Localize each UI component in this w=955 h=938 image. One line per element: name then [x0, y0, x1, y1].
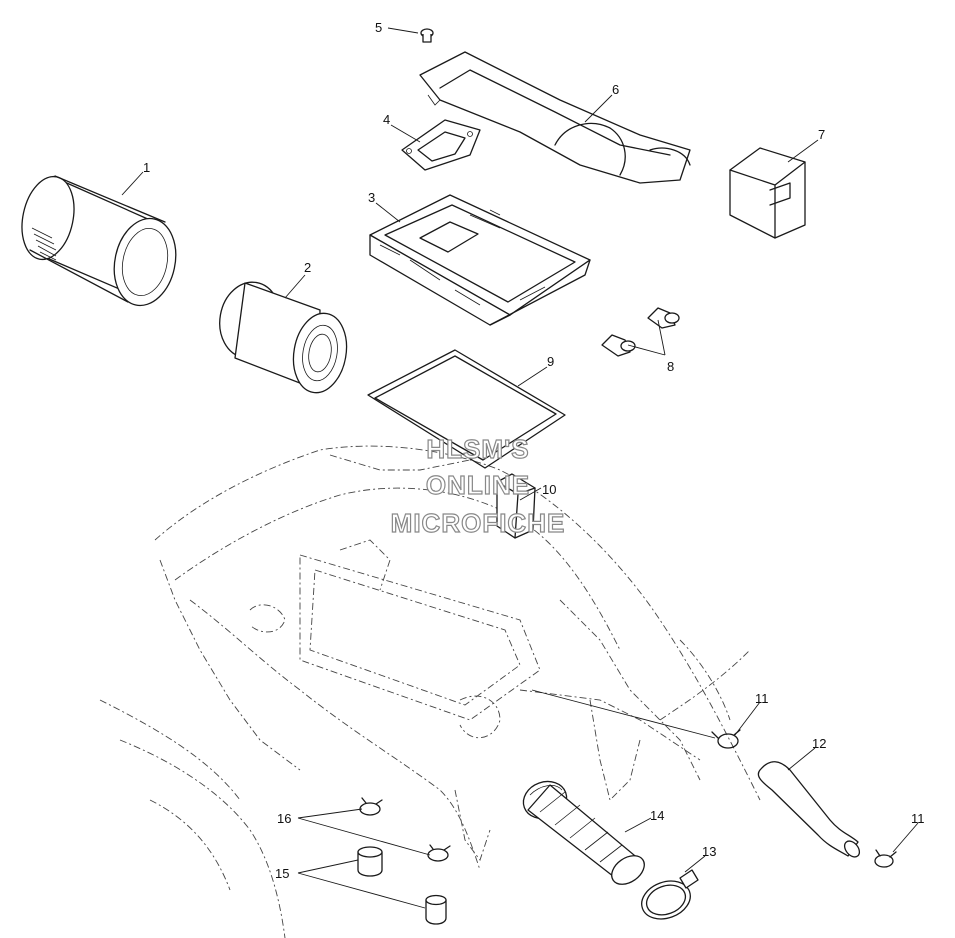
- part-8-clips: [601, 307, 680, 357]
- callouts: 1 2 3 4 5 6 7 8 9 10 11 11 12 13 14 15 1…: [143, 20, 925, 881]
- callout-11-lower: 11: [911, 811, 925, 826]
- leader-lines: [121, 27, 919, 909]
- callout-4: 4: [383, 112, 390, 127]
- callout-5: 5: [375, 20, 382, 35]
- callout-6: 6: [612, 82, 619, 97]
- part-9-seal: [367, 349, 566, 469]
- callout-8: 8: [667, 359, 674, 374]
- callout-9: 9: [547, 354, 554, 369]
- watermark: HLSM'S ONLINE MICROFICHE: [390, 433, 566, 538]
- part-15-sleeve-upper: [357, 846, 383, 877]
- callout-12: 12: [812, 736, 826, 751]
- callout-10: 10: [542, 482, 556, 497]
- part-10-foam-block: [496, 473, 536, 539]
- part-7-block: [729, 147, 806, 239]
- callout-2: 2: [304, 260, 311, 275]
- part-13-large-clamp: [641, 869, 699, 920]
- part-3-airbox-base: [369, 194, 591, 326]
- callout-1: 1: [143, 160, 150, 175]
- part-5-screw: [420, 28, 434, 43]
- callout-15: 15: [275, 866, 289, 881]
- watermark-line-2: ONLINE: [426, 470, 530, 500]
- part-14-intake-boot: [522, 780, 645, 885]
- part-15-sleeve-lower: [425, 894, 447, 925]
- callout-3: 3: [368, 190, 375, 205]
- machine-body-outline: [99, 445, 761, 938]
- part-1-outer-filter: [21, 175, 177, 307]
- part-16-clamp-lower: [427, 844, 451, 862]
- part-2-inner-filter: [219, 281, 348, 394]
- callout-16: 16: [277, 811, 291, 826]
- callout-13: 13: [702, 844, 716, 859]
- part-6-intake-duct: [419, 51, 691, 184]
- part-4-gasket: [401, 119, 481, 171]
- callout-7: 7: [818, 127, 825, 142]
- callout-14: 14: [650, 808, 664, 823]
- part-11-clamp-lower: [874, 849, 897, 868]
- watermark-line-1: HLSM'S: [426, 434, 529, 464]
- callout-11-upper: 11: [755, 691, 769, 706]
- part-12-hose: [757, 761, 861, 858]
- part-16-clamp-upper: [359, 797, 383, 816]
- watermark-line-3: MICROFICHE: [391, 508, 566, 538]
